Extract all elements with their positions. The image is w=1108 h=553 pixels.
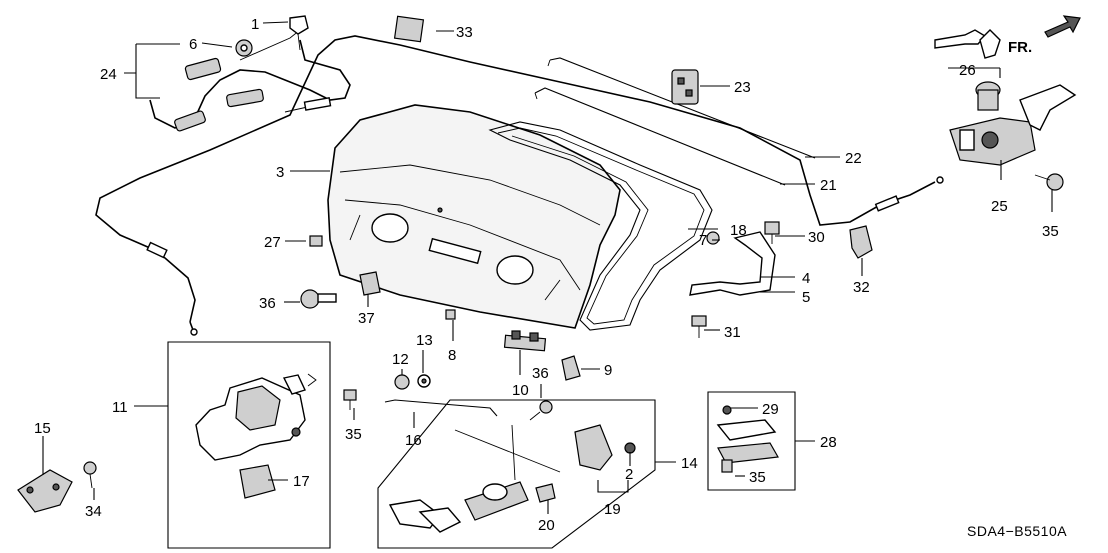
- bolt-icon: [1034, 173, 1064, 191]
- bolt-icon: [529, 400, 553, 421]
- callout-29: 29: [762, 401, 779, 418]
- callout-31: 31: [724, 324, 741, 341]
- callout-33: 33: [456, 24, 473, 41]
- callout-32: 32: [853, 279, 870, 296]
- pad-icon: [393, 15, 425, 43]
- trunk-release-cable: [95, 35, 944, 336]
- grommet-icon: [235, 39, 253, 57]
- callout-7: 7: [699, 232, 707, 249]
- callout-4: 4: [802, 270, 810, 287]
- grommet-icon: [394, 374, 410, 390]
- callout-23: 23: [734, 79, 751, 96]
- callout-labels: 1 6 24 3 33 23 22 21 18 30 7 4 5 31 32 2…: [34, 16, 1059, 534]
- callout-36-left: 36: [259, 295, 276, 312]
- front-direction-arrow-icon: [1044, 15, 1081, 38]
- lock-cylinder-icon: [975, 81, 1001, 111]
- callout-35-right: 35: [1042, 223, 1059, 240]
- weatherstrip: [488, 121, 713, 331]
- clip-icon: [309, 235, 323, 247]
- callout-26: 26: [959, 62, 976, 79]
- callout-3: 3: [276, 164, 284, 181]
- bolt-icon: [83, 461, 97, 489]
- callout-9: 9: [604, 362, 612, 379]
- callout-15: 15: [34, 420, 51, 437]
- callout-25: 25: [991, 198, 1008, 215]
- callout-12: 12: [392, 351, 409, 368]
- callout-13: 13: [416, 332, 433, 349]
- hinge-arm: [689, 231, 776, 296]
- key-icon: [934, 29, 1001, 59]
- callout-21: 21: [820, 177, 837, 194]
- striker-box: [707, 391, 796, 491]
- callout-16: 16: [405, 432, 422, 449]
- washer-hole-icon: [421, 378, 427, 384]
- callout-34: 34: [85, 503, 102, 520]
- callout-5: 5: [802, 289, 810, 306]
- clip-icon: [359, 271, 381, 296]
- callout-35-center: 35: [345, 426, 362, 443]
- bolt-icon: [300, 289, 337, 309]
- callout-24: 24: [100, 66, 117, 83]
- callout-10: 10: [512, 382, 529, 399]
- clip-icon: [289, 15, 309, 51]
- callout-19: 19: [604, 501, 621, 518]
- bolt-icon: [343, 389, 357, 410]
- callout-18: 18: [730, 222, 747, 239]
- bolt-icon: [691, 315, 707, 338]
- callout-14: 14: [681, 455, 698, 472]
- bracket-icon: [503, 330, 547, 352]
- bumper-icon: [561, 355, 581, 381]
- front-direction-label: FR.: [1008, 39, 1032, 56]
- bolt-icon: [764, 221, 780, 244]
- clip-icon: [445, 309, 456, 320]
- bracket-icon: [671, 69, 699, 105]
- latch-rod: [384, 399, 498, 417]
- latch-assembly-box: [167, 341, 331, 549]
- callout-30: 30: [808, 229, 825, 246]
- callout-8: 8: [448, 347, 456, 364]
- callout-36-center: 36: [532, 365, 549, 382]
- callout-20: 20: [538, 517, 555, 534]
- callout-17: 17: [293, 473, 310, 490]
- callout-6: 6: [189, 36, 197, 53]
- callout-2: 2: [625, 466, 633, 483]
- lock-cylinder-box: [377, 399, 656, 549]
- leader-lines: [42, 21, 1053, 514]
- callout-1: 1: [251, 16, 259, 33]
- trunk-latch-assembly: [949, 84, 1077, 166]
- nut-icon: [706, 231, 720, 245]
- diagram-code: SDA4−B5510A: [967, 523, 1067, 539]
- callout-37: 37: [358, 310, 375, 327]
- callout-22: 22: [845, 150, 862, 167]
- trunk-lid: [327, 104, 621, 329]
- hinge-plate: [17, 469, 73, 513]
- bracket-icon: [849, 225, 873, 259]
- torsion-bars: [534, 57, 816, 186]
- callout-11: 11: [112, 399, 128, 416]
- callout-28: 28: [820, 434, 837, 451]
- callout-27: 27: [264, 234, 281, 251]
- opener-cable-assembly: [149, 29, 351, 132]
- callout-35-box: 35: [749, 469, 766, 486]
